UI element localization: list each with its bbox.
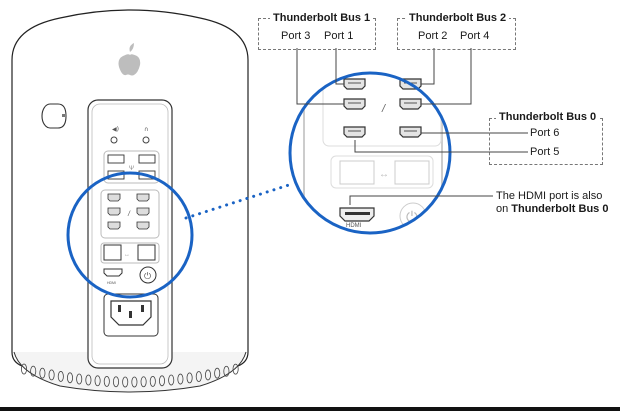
thunderbolt-port xyxy=(136,193,150,202)
vent-slot xyxy=(149,375,156,387)
vent-slot xyxy=(67,372,74,384)
vent-slot xyxy=(158,375,165,387)
lock-icon xyxy=(62,114,65,117)
vent-slot xyxy=(195,371,202,382)
apple-logo-icon xyxy=(118,43,141,76)
thunderbolt-port xyxy=(343,126,366,138)
audio-out-port xyxy=(110,136,118,144)
port3-label: Port 3 xyxy=(281,30,311,42)
headphone-icon: ∩ xyxy=(144,126,148,133)
zoom-source-circle xyxy=(66,171,194,299)
power-icon: ⏻ xyxy=(144,271,151,281)
bus0-label: Thunderbolt Bus 0 xyxy=(496,111,600,123)
hdmi-note: The HDMI port is also on Thunderbolt Bus… xyxy=(496,190,608,216)
vent-slot xyxy=(186,372,193,384)
vent-slot xyxy=(85,374,92,386)
usb-port xyxy=(138,154,156,164)
thunderbolt-icon: / xyxy=(381,103,386,115)
thunderbolt-port xyxy=(343,78,366,90)
vent-slot xyxy=(20,363,27,375)
hdmi-label: HDMI xyxy=(346,223,362,229)
vent-slot xyxy=(140,376,147,388)
bus1-label: Thunderbolt Bus 1 xyxy=(270,12,374,24)
thunderbolt-port xyxy=(343,98,366,110)
vent-slot xyxy=(113,376,120,388)
vent-slot xyxy=(131,376,138,388)
vent-slot xyxy=(177,373,184,385)
hdmi-small-label: HDMI xyxy=(107,281,116,285)
ethernet-port xyxy=(394,160,430,185)
speaker-icon: ◀) xyxy=(112,126,119,133)
port2-label: Port 2 xyxy=(418,30,448,42)
vent-slot xyxy=(122,376,129,388)
usb-icon: Ψ xyxy=(129,166,134,172)
vent-slot xyxy=(48,369,55,381)
thunderbolt-port xyxy=(399,98,422,110)
thunderbolt-port xyxy=(399,126,422,138)
vent-slot xyxy=(214,367,221,379)
thunderbolt-port xyxy=(136,221,150,230)
vent-slot xyxy=(94,375,101,387)
port1-label: Port 1 xyxy=(324,30,354,42)
hdmi-port xyxy=(103,268,123,277)
thunderbolt-port xyxy=(136,207,150,216)
vent-slot xyxy=(30,365,37,377)
headphone-port xyxy=(142,136,150,144)
thunderbolt-port xyxy=(107,207,121,216)
ethernet-port xyxy=(339,160,375,185)
ethernet-icon: ↔ xyxy=(124,252,130,258)
vent-slot xyxy=(39,367,46,379)
ethernet-port xyxy=(137,244,156,261)
thunderbolt-port xyxy=(107,221,121,230)
vent-slot xyxy=(168,374,175,386)
io-panel: ◀) ∩ Ψ / ↔ HDMI ⏻ xyxy=(87,99,173,369)
port6-label: Port 6 xyxy=(530,127,560,139)
hdmi-note-bus: Thunderbolt Bus 0 xyxy=(511,203,609,215)
thunderbolt-port xyxy=(107,193,121,202)
vent-slot xyxy=(103,375,110,387)
lock-knob[interactable] xyxy=(41,103,67,129)
ethernet-icon: ↔ xyxy=(379,169,389,180)
port5-label: Port 5 xyxy=(530,146,560,158)
thunderbolt-icon: / xyxy=(127,211,131,218)
vent-slot xyxy=(76,373,83,385)
vent-slot xyxy=(204,369,211,381)
bottom-border xyxy=(0,407,620,411)
dotted-connector xyxy=(184,182,294,220)
power-button xyxy=(139,266,157,284)
vent-slot xyxy=(232,363,239,375)
ethernet-port xyxy=(103,244,122,261)
vent-slot xyxy=(57,371,64,382)
bus2-label: Thunderbolt Bus 2 xyxy=(406,12,510,24)
zoom-circle xyxy=(288,71,452,235)
usb-port xyxy=(107,154,125,164)
leader-lines xyxy=(296,48,528,205)
vent-slot xyxy=(223,365,230,377)
hdmi-note-line1: The HDMI port is also xyxy=(496,190,603,202)
port4-label: Port 4 xyxy=(460,30,490,42)
hdmi-note-prefix: on xyxy=(496,203,512,215)
hdmi-note-line2: on Thunderbolt Bus 0 xyxy=(496,203,608,216)
vent-slots xyxy=(20,363,239,388)
